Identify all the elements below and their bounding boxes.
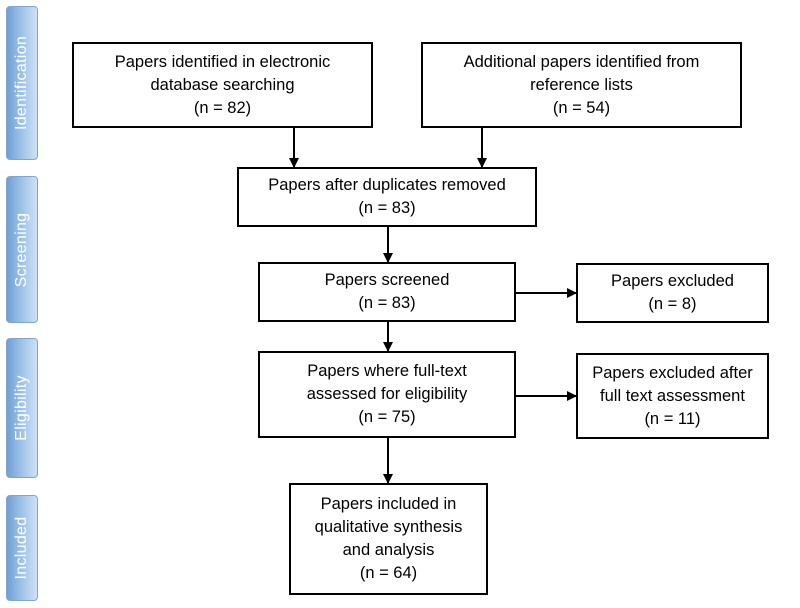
stage-screening: Screening — [6, 176, 38, 323]
box-database-search: Papers identified in electronic database… — [72, 42, 373, 128]
box-reference-lists-text: Additional papers identified from refere… — [463, 52, 700, 117]
box-included-text: Papers included in qualitative synthesis… — [314, 495, 463, 582]
box-fulltext-assessed: Papers where full-text assessed for elig… — [258, 351, 516, 438]
stage-included: Included — [6, 495, 38, 601]
stage-eligibility: Eligibility — [6, 338, 38, 478]
box-database-search-text: Papers identified in electronic database… — [114, 52, 331, 117]
box-screened: Papers screened (n = 83) — [258, 262, 516, 322]
box-excluded-fulltext: Papers excluded after full text assessme… — [576, 353, 769, 439]
box-duplicates-removed: Papers after duplicates removed (n = 83) — [237, 167, 537, 227]
box-excluded: Papers excluded (n = 8) — [576, 263, 769, 323]
box-reference-lists: Additional papers identified from refere… — [421, 42, 742, 128]
stage-identification: Identification — [6, 6, 38, 160]
box-fulltext-assessed-text: Papers where full-text assessed for elig… — [306, 362, 468, 426]
box-excluded-fulltext-text: Papers excluded after full text assessme… — [592, 363, 753, 428]
box-included: Papers included in qualitative synthesis… — [289, 483, 488, 595]
box-duplicates-removed-text: Papers after duplicates removed (n = 83) — [268, 176, 506, 217]
box-screened-text: Papers screened (n = 83) — [324, 271, 450, 312]
box-excluded-text: Papers excluded (n = 8) — [611, 272, 734, 313]
